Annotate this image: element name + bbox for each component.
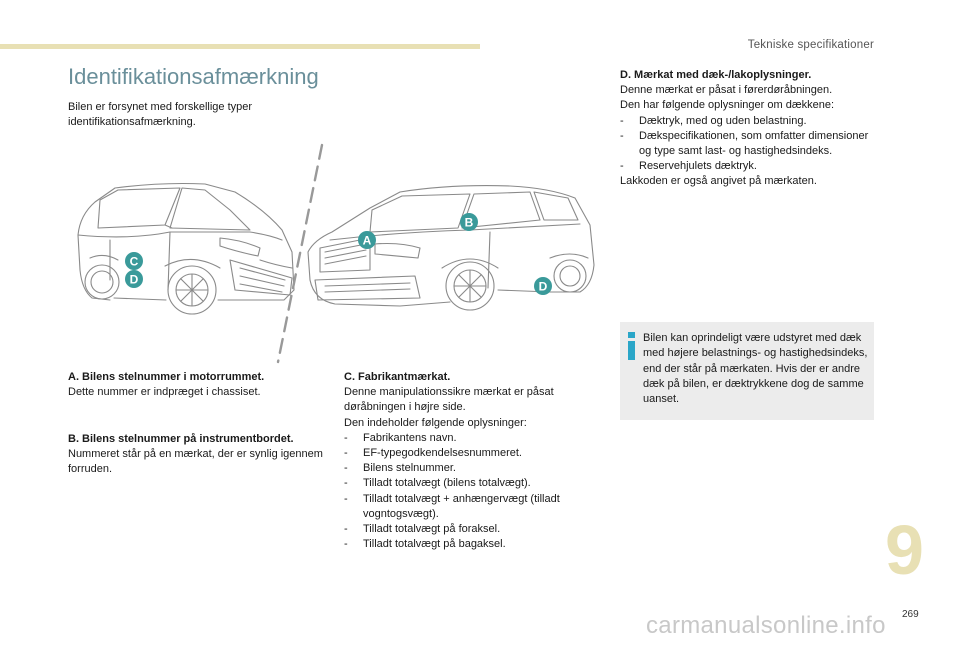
section-b-heading: B. Bilens stelnummer på instrumentbordet… bbox=[68, 433, 294, 445]
section-b-text: Nummeret står på en mærkat, der er synli… bbox=[68, 448, 323, 476]
section-header: Tekniske specifikationer bbox=[747, 39, 874, 51]
marker-c: C bbox=[125, 252, 143, 270]
list-item: -Dækspecifikationen, som omfatter dimens… bbox=[620, 129, 869, 158]
chapter-number: 9 bbox=[885, 511, 924, 589]
info-box-text: Bilen kan oprindeligt være udstyret med … bbox=[643, 332, 868, 406]
info-icon bbox=[628, 332, 636, 362]
marker-a-label: A bbox=[363, 234, 372, 248]
section-d-text: Den har følgende oplysninger om dækkene: bbox=[620, 99, 835, 112]
intro-text: Bilen er forsynet med forskellige typer … bbox=[68, 101, 253, 128]
marker-b-label: B bbox=[465, 216, 474, 230]
car-left-view bbox=[77, 182, 295, 315]
section-c-heading: C. Fabrikantmærkat. bbox=[344, 371, 451, 383]
marker-a: A bbox=[358, 231, 376, 249]
list-item: -Tilladt totalvægt på bagaksel. bbox=[344, 538, 506, 551]
list-item: -Tilladt totalvægt + anhængervægt (tilla… bbox=[344, 492, 560, 520]
marker-b: B bbox=[460, 213, 478, 231]
list-item: -Tilladt totalvægt (bilens totalvægt). bbox=[344, 477, 531, 490]
marker-d-right: D bbox=[534, 277, 552, 295]
section-d-heading: D. Mærkat med dæk-/lakoplysninger. bbox=[620, 69, 812, 81]
section-d-text: Denne mærkat er påsat i førerdøråbningen… bbox=[620, 84, 833, 97]
list-item: -EF-typegodkendelsesnummeret. bbox=[344, 447, 522, 460]
section-c-text: Denne manipulationssikre mærkat er påsat… bbox=[344, 386, 554, 414]
marker-d-left: D bbox=[125, 270, 143, 288]
info-box: Bilen kan oprindeligt være udstyret med … bbox=[620, 322, 874, 420]
section-a: A. Bilens stelnummer i motorrummet. Dett… bbox=[68, 370, 328, 400]
section-c-text: Den indeholder følgende oplysninger: bbox=[344, 416, 527, 429]
page-title: Identifikationsafmærkning bbox=[68, 64, 319, 89]
section-a-text: Dette nummer er indpræget i chassiset. bbox=[68, 386, 261, 399]
watermark: carmanualsonline.info bbox=[646, 612, 886, 639]
marker-d-left-label: D bbox=[130, 273, 139, 287]
car-identification-illustration: C D A B D bbox=[77, 143, 595, 364]
page-number: 269 bbox=[902, 609, 919, 620]
section-d-footer: Lakkoden er også angivet på mærkaten. bbox=[620, 175, 817, 188]
list-item: -Tilladt totalvægt på foraksel. bbox=[344, 523, 501, 536]
section-c: C. Fabrikantmærkat. Denne manipulationss… bbox=[344, 370, 594, 552]
list-item: -Dæktryk, med og uden belastning. bbox=[620, 114, 807, 127]
marker-d-right-label: D bbox=[539, 280, 548, 294]
list-item: -Reservehjulets dæktryk. bbox=[620, 160, 757, 173]
list-item: -Bilens stelnummer. bbox=[344, 462, 456, 475]
section-b: B. Bilens stelnummer på instrumentbordet… bbox=[68, 432, 328, 478]
illustration-divider bbox=[276, 143, 324, 364]
header-accent-bar bbox=[0, 44, 480, 49]
list-item: -Fabrikantens navn. bbox=[344, 431, 457, 444]
section-d: D. Mærkat med dæk-/lakoplysninger. Denne… bbox=[620, 68, 870, 190]
section-a-heading: A. Bilens stelnummer i motorrummet. bbox=[68, 371, 265, 383]
marker-c-label: C bbox=[130, 255, 139, 269]
car-right-view bbox=[307, 185, 595, 311]
